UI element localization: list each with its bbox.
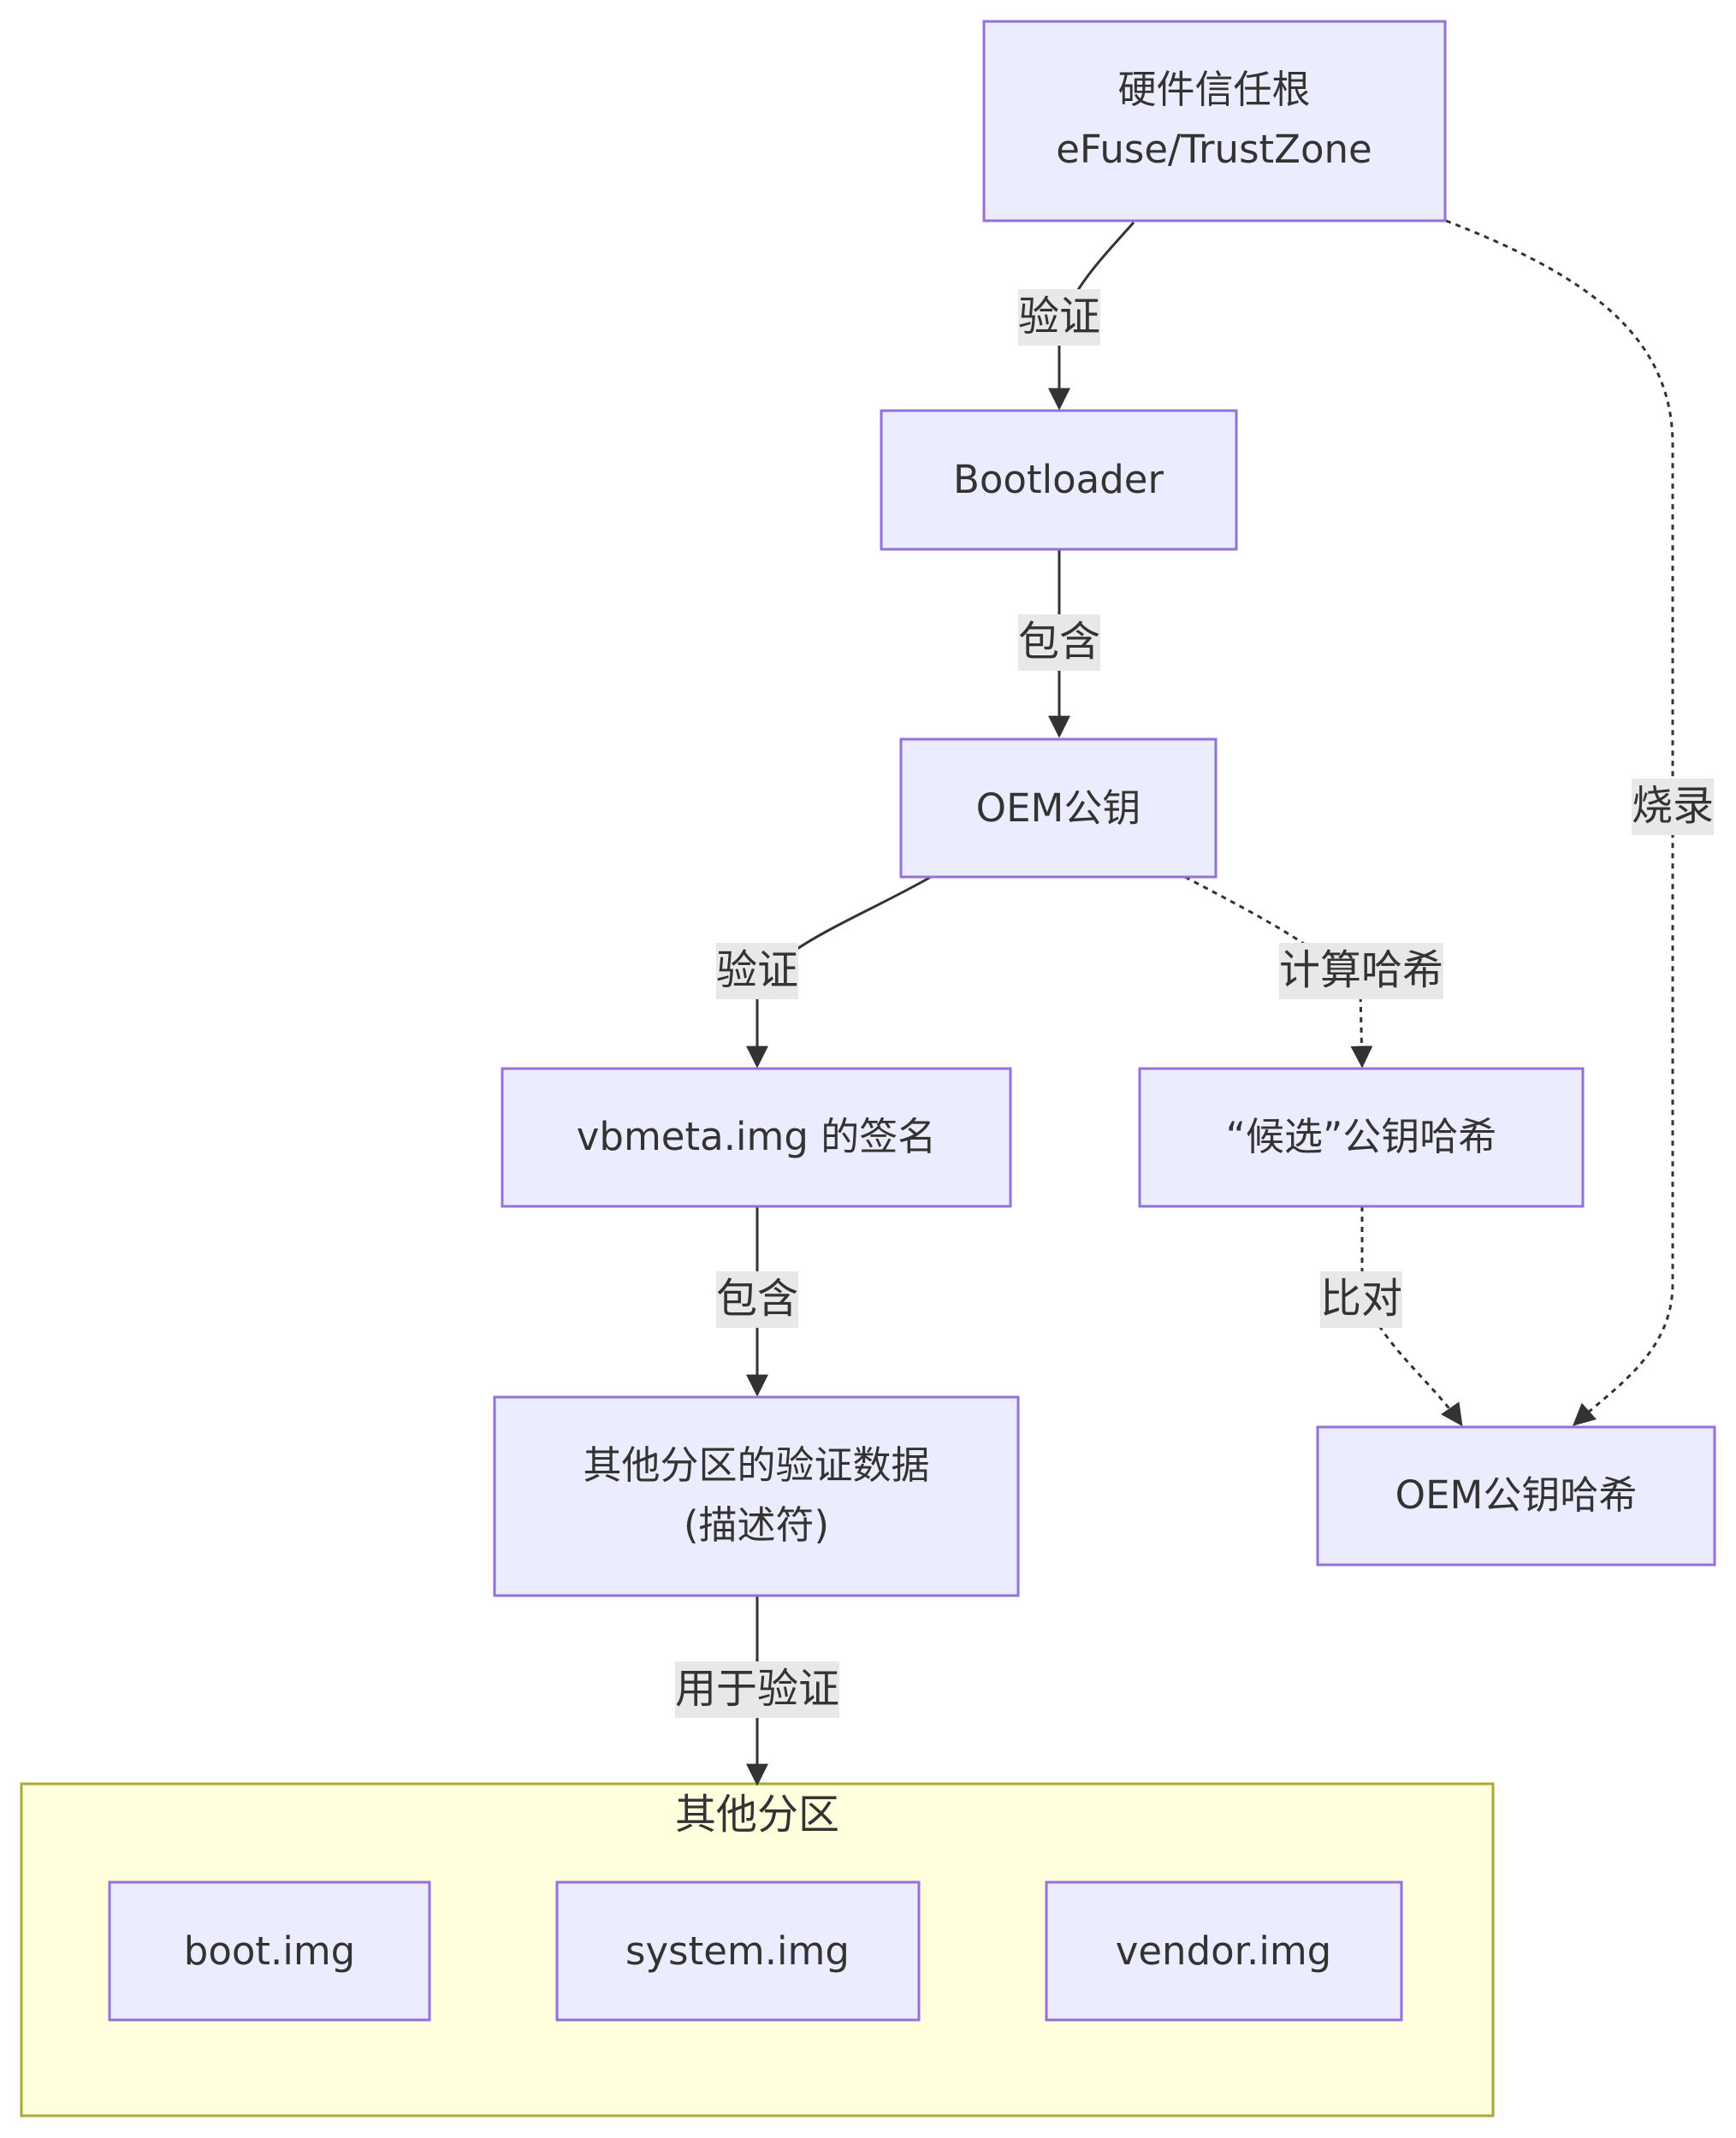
oem-pubkey-label: OEM公钥 bbox=[976, 785, 1141, 831]
node-descriptors: 其他分区的验证数据 (描述符) bbox=[493, 1395, 1020, 1597]
node-bootloader: Bootloader bbox=[880, 409, 1238, 551]
node-system-img: system.img bbox=[555, 1880, 921, 2022]
edge-labels: 验证 包含 验证 计算哈希 包含 比对 烧录 用于验证 bbox=[675, 289, 1714, 1718]
vbmeta-signature-label: vbmeta.img 的签名 bbox=[577, 1114, 936, 1159]
node-root-of-trust: 硬件信任根 eFuse/TrustZone bbox=[982, 20, 1447, 222]
edge-label-root-to-bootloader: 验证 bbox=[1018, 289, 1100, 346]
svg-text:包含: 包含 bbox=[1018, 618, 1100, 666]
edge-label-bootloader-to-pubkey: 包含 bbox=[1018, 614, 1100, 671]
descriptors-line1: 其他分区的验证数据 bbox=[583, 1442, 929, 1488]
node-boot-img: boot.img bbox=[108, 1880, 431, 2022]
edge-label-root-to-hash: 烧录 bbox=[1632, 779, 1714, 835]
root-of-trust-line1: 硬件信任根 bbox=[1117, 67, 1310, 112]
root-of-trust-line2: eFuse/TrustZone bbox=[1056, 127, 1372, 172]
cluster-title: 其他分区 bbox=[675, 1791, 839, 1839]
svg-text:比对: 比对 bbox=[1320, 1275, 1402, 1323]
edge-label-vbmeta-to-descriptors: 包含 bbox=[716, 1271, 798, 1328]
node-oem-pubkey-hash: OEM公钥哈希 bbox=[1316, 1425, 1716, 1566]
svg-text:烧录: 烧录 bbox=[1632, 782, 1714, 830]
svg-text:包含: 包含 bbox=[716, 1275, 798, 1323]
edge-label-pubkey-to-vbmeta: 验证 bbox=[716, 943, 798, 999]
svg-text:验证: 验证 bbox=[1018, 293, 1100, 341]
svg-text:计算哈希: 计算哈希 bbox=[1279, 946, 1443, 994]
descriptors-line2: (描述符) bbox=[684, 1502, 829, 1548]
vendor-img-label: vendor.img bbox=[1116, 1928, 1332, 1974]
bootloader-label: Bootloader bbox=[953, 457, 1164, 502]
node-candidate-hash: “候选”公钥哈希 bbox=[1138, 1067, 1585, 1208]
oem-pubkey-hash-label: OEM公钥哈希 bbox=[1395, 1472, 1638, 1518]
node-vbmeta-signature: vbmeta.img 的签名 bbox=[501, 1067, 1012, 1208]
edge-candidate-to-hash bbox=[1360, 1206, 1463, 1427]
svg-text:验证: 验证 bbox=[716, 946, 798, 994]
edge-label-descriptors-to-partitions: 用于验证 bbox=[675, 1661, 839, 1718]
svg-text:用于验证: 用于验证 bbox=[675, 1665, 839, 1713]
edge-label-candidate-to-hash: 比对 bbox=[1320, 1271, 1402, 1328]
edge-label-pubkey-to-candidate: 计算哈希 bbox=[1279, 943, 1443, 999]
candidate-hash-label: “候选”公钥哈希 bbox=[1226, 1114, 1497, 1159]
system-img-label: system.img bbox=[625, 1928, 850, 1974]
node-vendor-img: vendor.img bbox=[1045, 1880, 1403, 2022]
node-oem-pubkey: OEM公钥 bbox=[899, 737, 1218, 879]
boot-img-label: boot.img bbox=[184, 1928, 355, 1974]
